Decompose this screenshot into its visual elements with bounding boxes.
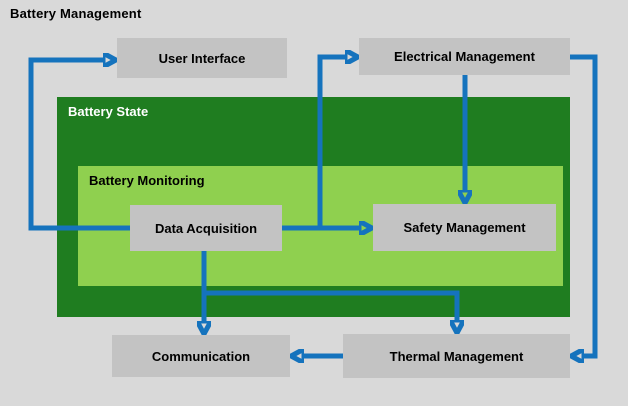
battery-monitoring-label: Battery Monitoring <box>89 173 205 188</box>
battery-state-label: Battery State <box>68 104 149 119</box>
node-safety-management: Safety Management <box>373 204 556 251</box>
node-thermal-management: Thermal Management <box>343 334 570 378</box>
diagram-title: Battery Management <box>10 6 142 21</box>
node-data-acquisition: Data Acquisition <box>130 205 282 251</box>
node-communication: Communication <box>112 335 290 377</box>
node-electrical-management: Electrical Management <box>359 38 570 75</box>
arrow-electrical-management-to-thermal-management <box>570 54 598 356</box>
node-user-interface: User Interface <box>117 38 287 78</box>
